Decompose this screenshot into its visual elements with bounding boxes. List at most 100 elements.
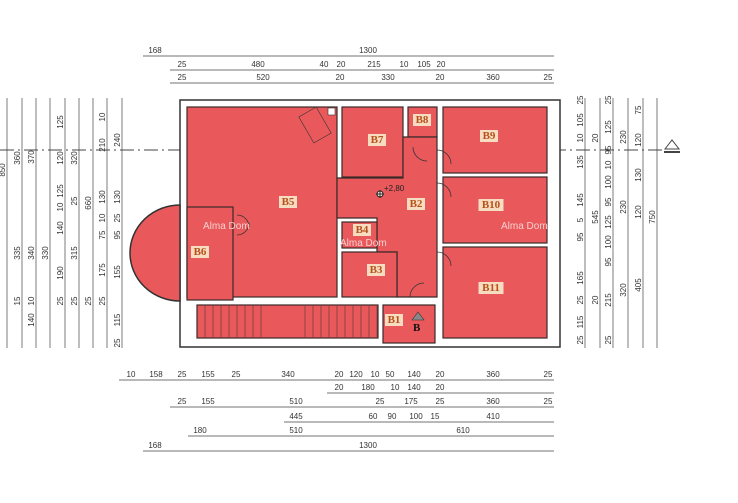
room-label-b10: B10 [482,199,501,211]
dimension-label: 850 [0,163,7,177]
room-label-bg [279,196,297,208]
dimension-label: 240 [113,133,122,147]
dimension-label: 25 [178,397,187,406]
dimension-label: 50 [386,370,395,379]
room-label-b3: B3 [370,264,383,276]
level-marker: +2,80 [376,184,405,198]
dimension-label: 750 [648,210,657,224]
dimension-label: 125 [604,215,613,229]
dimension-label: 25 [84,296,93,305]
room-label-bg [478,199,504,211]
dimension-label: 20 [591,295,600,304]
dimension-label: 140 [27,313,36,327]
dimension-label: 175 [98,263,107,277]
dimension-label: 25 [113,213,122,222]
room-label-bg [368,134,386,146]
room-label-b6: B6 [194,246,207,258]
dimension-label: 10 [391,383,400,392]
room-b9 [442,106,548,174]
dimension-label: 90 [388,412,397,421]
door-arc [436,182,452,198]
dimension-label: 25 [56,296,65,305]
dimension-label: 25 [178,370,187,379]
dimension-label: 215 [367,60,381,69]
dimension-label: 20 [437,60,446,69]
dimension-label: 125 [604,120,613,134]
dimension-label: 210 [98,138,107,152]
dimension-label: 155 [113,265,122,279]
dimension-label: 25 [232,370,241,379]
dimension-label: 25 [576,95,585,104]
dimension-label: 340 [281,370,295,379]
dimension-label: 105 [576,113,585,127]
dimension-label: 100 [604,235,613,249]
dimension-label: 20 [336,73,345,82]
dimension-label: 10 [400,60,409,69]
dimension-label: 20 [436,73,445,82]
dimension-label: 25 [70,296,79,305]
dimension-label: 120 [634,205,643,219]
dimension-label: 360 [486,370,500,379]
door-arc [412,146,428,162]
dimension-label: 175 [404,397,418,406]
dimension-label: 15 [13,296,22,305]
dimension-label: 10 [98,213,107,222]
dimension-label: 25 [544,370,553,379]
door-arc [409,282,425,298]
dimension-label: 10 [56,202,65,211]
dimension-label: 95 [604,257,613,266]
dimension-label: 130 [113,190,122,204]
dimension-label: 320 [619,283,628,297]
dimension-label: 230 [619,130,628,144]
dimension-label: 25 [544,397,553,406]
room-label-b4: B4 [356,224,369,236]
dimension-label: 168 [148,46,162,55]
dimension-label: 20 [436,383,445,392]
dimension-label: 25 [604,335,613,344]
dimension-label: 20 [335,370,344,379]
room-label-bg [480,130,498,142]
watermark: Alma Dom [340,238,387,249]
dimension-label: 20 [337,60,346,69]
dimension-label: 125 [56,184,65,198]
dimension-label: 25 [376,397,385,406]
dimension-label: 10 [604,160,613,169]
room-label-bg [478,282,504,294]
dimension-label: 445 [289,412,303,421]
dimension-label: 165 [576,271,585,285]
dimension-label: 95 [604,197,613,206]
dimension-label: 1300 [359,441,377,450]
dimension-label: 40 [320,60,329,69]
room-label-b1: B1 [388,314,401,326]
dimension-label: 340 [27,246,36,260]
dimension-label: 100 [604,175,613,189]
dimension-label: 405 [634,278,643,292]
dimension-label: 330 [381,73,395,82]
dimension-label: 330 [41,246,50,260]
watermarks: Alma Dom Alma Dom Alma Dom [203,221,548,249]
dimension-label: 25 [113,338,122,347]
dimension-label: 10 [371,370,380,379]
dimension-label: 190 [56,266,65,280]
room-label-bg [367,264,385,276]
dimension-label: 135 [576,155,585,169]
room-label-b5: B5 [282,196,295,208]
dimension-label: 10 [576,133,585,142]
room-label-bg [385,314,403,326]
dimension-label: 10 [127,370,136,379]
dimension-label: 95 [576,232,585,241]
room-label-b8: B8 [416,114,429,126]
svg-text:B: B [413,322,421,334]
dimension-label: 510 [289,426,303,435]
dimension-label: 20 [436,370,445,379]
dimension-label: 125 [56,115,65,129]
dimension-label: 25 [178,60,187,69]
room-label-b2: B2 [410,198,423,210]
dimension-label: 75 [634,105,643,114]
door-arc [436,251,452,267]
dimension-label: 140 [407,370,421,379]
dimension-label: 215 [604,293,613,307]
dimension-label: 100 [409,412,423,421]
